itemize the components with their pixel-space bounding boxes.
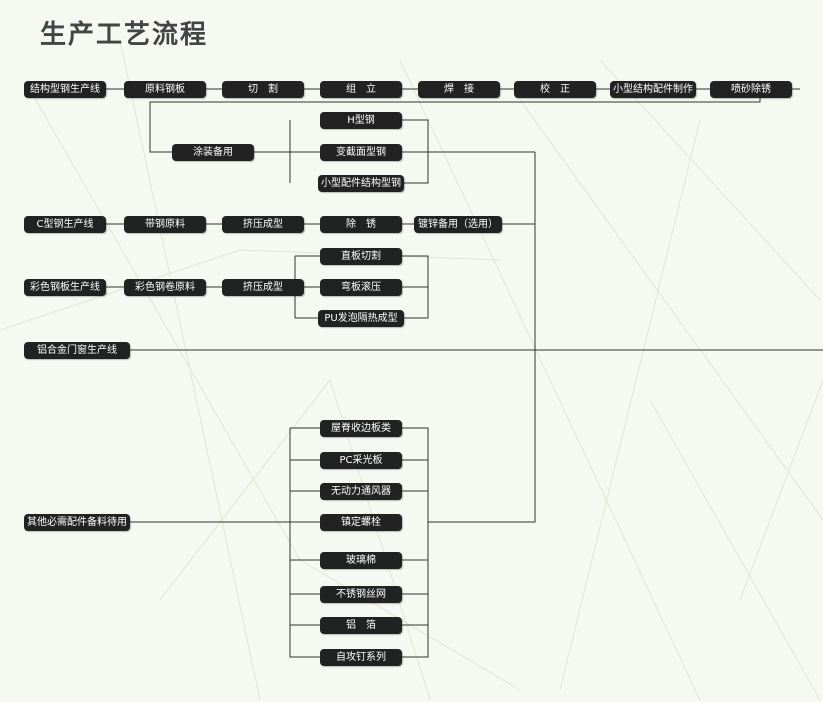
node-other-accessories: 其他必需配件备料待用: [24, 514, 130, 531]
node-ventilator: 无动力通风器: [320, 483, 402, 500]
node-extrusion: 挤压成型: [222, 216, 304, 233]
node-coating: 涂装备用: [172, 144, 254, 161]
node-small-parts: 小型结构配件制作: [610, 81, 696, 98]
node-bend-rolling: 弯板滚压: [320, 279, 402, 296]
node-anchor-bolt: 镇定螺栓: [320, 514, 402, 531]
node-raw-steel-plate: 原料钢板: [124, 81, 206, 98]
node-c-steel-line: C型钢生产线: [24, 216, 106, 233]
node-ridge-trim: 屋脊收边板类: [320, 420, 402, 437]
node-strip-steel: 带钢原料: [124, 216, 206, 233]
node-self-tapping-screws: 自攻钉系列: [320, 649, 402, 666]
node-structural-line: 结构型钢生产线: [24, 81, 106, 98]
node-h-beam: H型钢: [320, 112, 402, 129]
node-rust-removal: 除 锈: [320, 216, 402, 233]
node-steel-mesh: 不锈钢丝网: [320, 586, 402, 603]
page-title: 生产工艺流程: [40, 20, 209, 50]
node-glass-wool: 玻璃棉: [320, 552, 402, 569]
node-welding: 焊 接: [418, 81, 500, 98]
node-color-coil: 彩色钢卷原料: [124, 279, 206, 296]
node-pu-foam: PU发泡隔热成型: [318, 310, 404, 327]
node-sandblasting: 喷砂除锈: [710, 81, 792, 98]
node-flat-cutting: 直板切割: [320, 248, 402, 265]
node-extrusion-2: 挤压成型: [222, 279, 304, 296]
node-straightening: 校 正: [514, 81, 596, 98]
node-galvanizing: 镀锌备用（选用）: [414, 216, 502, 233]
node-pc-skylight: PC采光板: [320, 452, 402, 469]
node-variable-section: 变截面型钢: [320, 144, 402, 161]
node-color-steel-line: 彩色钢板生产线: [24, 279, 106, 296]
node-assembly: 组 立: [320, 81, 402, 98]
node-cutting: 切 割: [222, 81, 304, 98]
node-small-section-steel: 小型配件结构型钢: [318, 175, 404, 192]
node-aluminum-line: 铝合金门窗生产线: [24, 342, 130, 359]
node-aluminum-foil: 铝 箔: [320, 617, 402, 634]
